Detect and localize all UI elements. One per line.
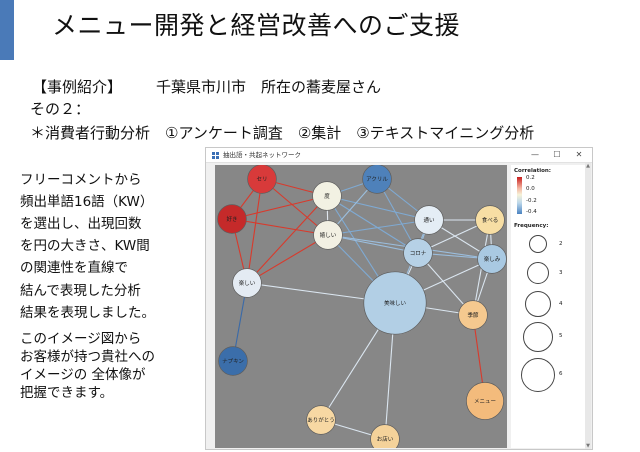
network-node-label: ナプキン (222, 358, 244, 365)
network-node (247, 164, 277, 194)
description-line: このイメージ図から (20, 331, 142, 347)
frequency-legend-title: Frequency: (514, 223, 549, 229)
network-node-label: お店い (377, 435, 394, 443)
correlation-legend-title: Correlation: (514, 168, 551, 174)
network-edge (326, 195, 430, 221)
description-line: の関連性を直線で (20, 260, 128, 276)
correlation-tick: 0.2 (526, 175, 535, 181)
network-edge (246, 234, 329, 284)
network-node (218, 346, 248, 376)
frequency-label: 5 (559, 333, 563, 339)
network-node-label: 季節 (467, 311, 479, 319)
frequency-size-circle (529, 235, 547, 253)
network-node-label: メニュー (474, 398, 496, 405)
case-location: 千葉県市川市 所在の蕎麦屋さん (156, 78, 382, 96)
case-number: その２： (30, 100, 91, 118)
close-icon: ✕ (575, 150, 583, 159)
network-app-window: 抽出語・共起ネットワーク — ☐ ✕ セリ好き 度嬉しい アクリル通いコロナ 食べる楽… (205, 147, 593, 452)
network-node-label: アクリル (366, 176, 388, 183)
frequency-label: 3 (559, 270, 563, 276)
network-node (232, 268, 262, 298)
description-line: 結んで表現した分析 (20, 283, 141, 299)
network-node-label: コロナ (410, 250, 427, 257)
maximize-button[interactable]: ☐ (546, 148, 568, 162)
network-edge (246, 178, 263, 284)
frequency-label: 4 (559, 301, 563, 307)
network-node (475, 205, 505, 235)
minimize-button[interactable]: — (524, 148, 546, 162)
network-node-label: 楽しみ (484, 255, 501, 263)
network-node (370, 424, 400, 452)
scroll-down-icon[interactable]: ▼ (586, 443, 590, 449)
network-node (363, 271, 427, 335)
network-node-label: ありがとう (307, 416, 335, 424)
network-node (414, 205, 444, 235)
vertical-scrollbar[interactable]: ▲ ▼ (585, 163, 591, 449)
network-edge (231, 195, 328, 220)
app-grid-icon (211, 151, 219, 159)
correlation-tick: 0.0 (526, 186, 535, 192)
description-line: お客様が持つ貴社への (20, 349, 155, 365)
frequency-size-circle (523, 322, 553, 352)
legend-panel: Correlation: 0.2 0.0 -0.2 -0.4 Frequency… (511, 165, 585, 448)
description-line: イメージの 全体像が (20, 367, 146, 383)
slide-title: メニュー開発と経営改善へのご支援 (52, 11, 461, 40)
network-node (306, 405, 336, 435)
network-node (458, 300, 488, 330)
minimize-icon: — (531, 150, 539, 159)
description-line: フリーコメントから (20, 172, 142, 188)
network-node-label: 楽しい (239, 279, 256, 287)
network-plot: セリ好き 度嬉しい アクリル通いコロナ 食べる楽しみ楽しい美味しい季節ナプキンメニュー… (215, 164, 507, 452)
correlation-tick: -0.4 (526, 209, 537, 215)
network-node-label: 好き (226, 215, 237, 223)
network-node-label: 度 (324, 192, 330, 200)
network-node (217, 204, 247, 234)
network-edge (327, 219, 430, 236)
network-node (466, 382, 504, 420)
network-edge (327, 234, 419, 254)
title-accent-bar (0, 0, 14, 60)
description-line: 結果を表現しました。 (20, 305, 155, 321)
network-node (477, 244, 507, 274)
window-title: 抽出語・共起ネットワーク (223, 151, 301, 159)
frequency-size-circle (527, 262, 549, 284)
network-node (313, 220, 343, 250)
analysis-steps: ＊消費者行動分析 ①アンケート調査 ②集計 ③テキストマイニング分析 (30, 124, 535, 142)
network-node (362, 164, 392, 194)
network-edge (231, 218, 329, 236)
description-line: を円の大きさ、KW間 (20, 238, 150, 254)
network-edge (326, 195, 419, 254)
network-node (403, 238, 433, 268)
frequency-size-circle (521, 358, 555, 392)
frequency-label: 2 (559, 241, 563, 247)
case-label: 【事例紹介】 (32, 78, 123, 96)
scroll-up-icon[interactable]: ▲ (586, 163, 590, 169)
network-edge (246, 195, 328, 284)
description-line: 頻出単語16語（KW） (20, 194, 154, 210)
correlation-tick: -0.2 (526, 198, 537, 204)
correlation-colorbar (517, 177, 522, 214)
maximize-icon: ☐ (553, 150, 561, 159)
description-line: 把握できます。 (20, 385, 114, 401)
description-line: を選出し、出現回数 (20, 216, 142, 232)
frequency-label: 6 (559, 371, 563, 377)
window-titlebar[interactable]: 抽出語・共起ネットワーク — ☐ ✕ (206, 148, 592, 163)
frequency-size-circle (525, 291, 551, 317)
network-node-label: 嬉しい (320, 231, 337, 239)
network-node (312, 181, 342, 211)
network-node-label: 美味しい (384, 299, 407, 307)
network-node-label: 食べる (482, 216, 499, 224)
network-node-label: 通い (423, 216, 435, 224)
close-button[interactable]: ✕ (568, 148, 590, 162)
network-node-label: セリ (256, 176, 267, 183)
